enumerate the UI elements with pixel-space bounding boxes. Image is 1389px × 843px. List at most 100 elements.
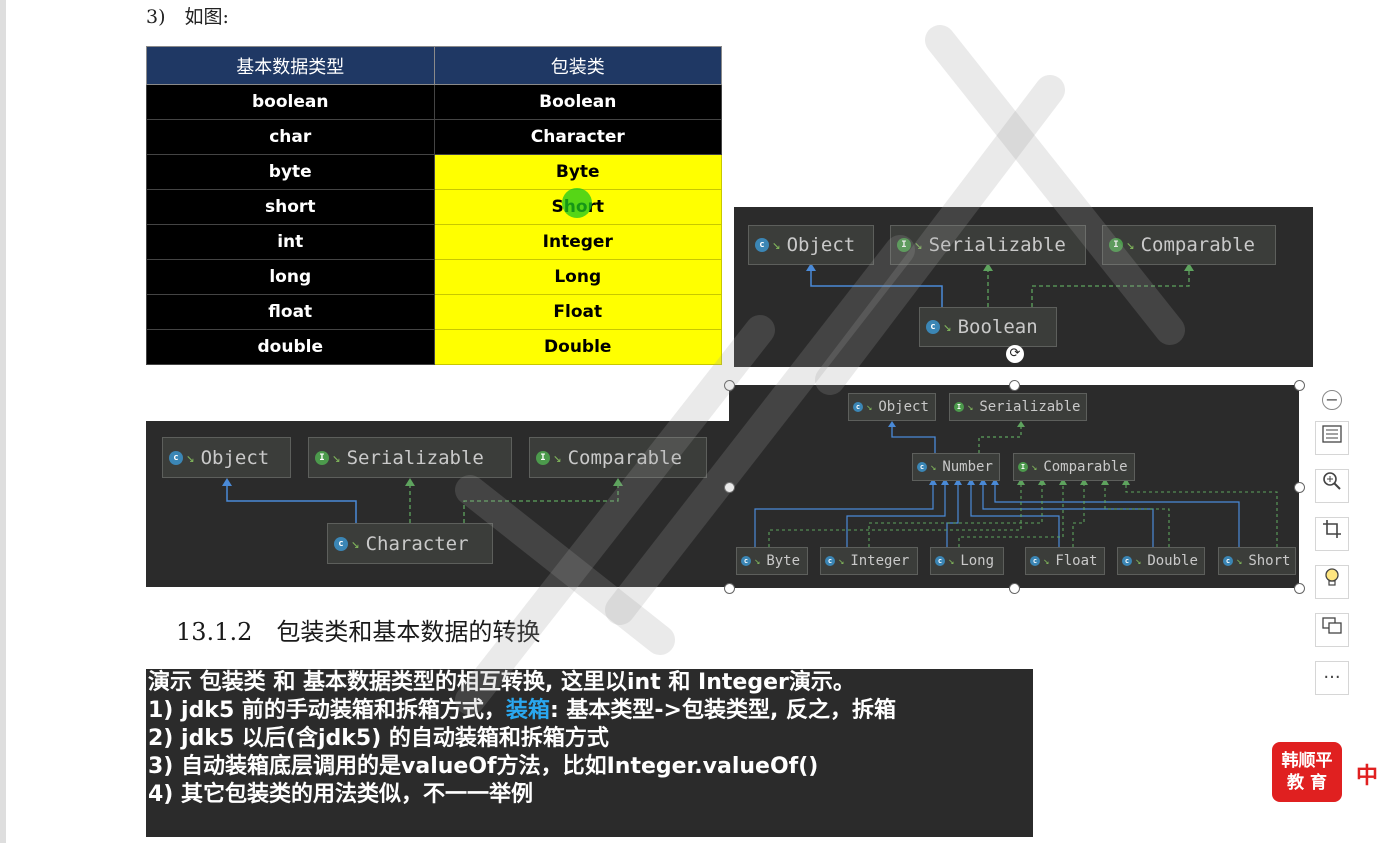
- demo-notes-box: 演示 包装类 和 基本数据类型的相互转换, 这里以int 和 Integer演示…: [146, 669, 1033, 837]
- class-name: Object: [786, 234, 856, 256]
- page-left-border: [0, 0, 6, 843]
- wrapper-cell: Integer: [433, 224, 722, 260]
- resize-handle-left[interactable]: [724, 482, 735, 493]
- brand-logo: 韩顺平教 育: [1272, 742, 1342, 802]
- class-node-integer: c↘Integer: [820, 547, 918, 575]
- number-diagram-connectors: [754, 421, 1278, 547]
- final-class-icon: c: [1030, 556, 1040, 566]
- interface-icon: I: [315, 450, 329, 465]
- class-name: Boolean: [957, 316, 1038, 338]
- class-node-number: c↘Number: [912, 453, 1000, 481]
- resize-handle-bottom-left[interactable]: [724, 583, 735, 594]
- class-name: Object: [878, 399, 929, 415]
- resize-handle-top-left[interactable]: [724, 380, 735, 391]
- final-class-icon: c: [334, 536, 348, 551]
- primitive-cell: short: [146, 189, 435, 225]
- class-name: Double: [1147, 553, 1198, 569]
- interface-node-serializable: I↘Serializable: [949, 393, 1087, 421]
- logo-line-1: 韩顺平: [1281, 751, 1333, 771]
- primitive-cell: double: [146, 329, 435, 365]
- interface-node-comparable: I↘Comparable: [529, 437, 707, 478]
- class-name: Long: [960, 553, 995, 569]
- wrapper-cell: Boolean: [433, 84, 722, 120]
- primitive-cell: float: [146, 294, 435, 330]
- wrapper-cell: Byte: [433, 154, 722, 190]
- interface-name: Comparable: [1043, 459, 1128, 475]
- idea-icon[interactable]: [1315, 565, 1349, 599]
- primitive-cell: boolean: [146, 84, 435, 120]
- class-icon: c: [169, 450, 183, 465]
- class-node-long: c↘Long: [930, 547, 1004, 575]
- final-class-icon: c: [926, 320, 940, 334]
- resize-handle-top[interactable]: [1009, 380, 1020, 391]
- replace-image-icon[interactable]: [1315, 613, 1349, 647]
- zoom-icon[interactable]: [1315, 469, 1349, 503]
- interface-node-comparable: I↘Comparable: [1102, 225, 1276, 265]
- interface-node-comparable: I↘Comparable: [1013, 453, 1135, 481]
- character-uml-diagram[interactable]: c↘Object I↘Serializable I↘Comparable c↘C…: [146, 421, 730, 587]
- class-node-object: c↘Object: [748, 225, 874, 265]
- class-name: Byte: [766, 553, 801, 569]
- table-header-row: 基本数据类型 包装类: [146, 46, 722, 85]
- mouse-cursor-highlight: [562, 188, 592, 218]
- rotate-handle-icon[interactable]: ⟳: [1006, 345, 1024, 363]
- boolean-uml-diagram[interactable]: c↘Object I↘Serializable I↘Comparable c↘B…: [734, 207, 1313, 367]
- class-name: Number: [942, 459, 993, 475]
- primitive-cell: byte: [146, 154, 435, 190]
- final-class-icon: c: [741, 556, 751, 566]
- class-node-byte: c↘Byte: [736, 547, 808, 575]
- demo-line-4: 3) 自动装箱底层调用的是valueOf方法，比如Integer.valueOf…: [148, 754, 819, 779]
- boxing-keyword: 装箱: [505, 698, 550, 723]
- resize-handle-bottom[interactable]: [1009, 583, 1020, 594]
- resize-handle-right[interactable]: [1294, 482, 1305, 493]
- wrapper-cell: Float: [433, 294, 722, 330]
- wrapper-cell: Character: [433, 119, 722, 155]
- interface-icon: I: [897, 238, 911, 252]
- crop-icon[interactable]: [1315, 517, 1349, 551]
- interface-node-serializable: I↘Serializable: [890, 225, 1086, 265]
- more-icon[interactable]: ···: [1315, 661, 1349, 695]
- interface-name: Serializable: [346, 446, 484, 469]
- wrapper-cell: Long: [433, 259, 722, 295]
- class-node-double: c↘Double: [1117, 547, 1205, 575]
- final-class-icon: c: [825, 556, 835, 566]
- final-class-icon: c: [1122, 556, 1132, 566]
- class-node-short: c↘Short: [1218, 547, 1296, 575]
- class-node-float: c↘Float: [1025, 547, 1105, 575]
- final-class-icon: c: [935, 556, 945, 566]
- abstract-class-icon: c: [917, 462, 927, 472]
- interface-icon: I: [1109, 238, 1123, 252]
- demo-line-2-part-a: 1) jdk5 前的手动装箱和拆箱方式，: [148, 698, 506, 723]
- demo-line-2-part-c: : 基本类型->包装类型, 反之，拆箱: [549, 698, 896, 723]
- class-name: Object: [200, 446, 270, 469]
- section-heading: 13.1.2 包装类和基本数据的转换: [176, 618, 541, 646]
- table-header-primitive: 基本数据类型: [146, 46, 435, 85]
- interface-node-serializable: I↘Serializable: [308, 437, 512, 478]
- demo-line-3: 2) jdk5 以后(含jdk5) 的自动装箱和拆箱方式: [148, 726, 609, 751]
- interface-name: Serializable: [928, 234, 1066, 256]
- character-diagram-connectors: [222, 478, 623, 523]
- class-name: Short: [1248, 553, 1291, 569]
- layout-icon[interactable]: [1315, 421, 1349, 455]
- class-name: Character: [365, 532, 469, 555]
- number-uml-diagram[interactable]: c↘Object I↘Serializable c↘Number I↘Compa…: [729, 385, 1299, 588]
- final-class-icon: c: [1223, 556, 1233, 566]
- boolean-diagram-connectors: [806, 263, 1194, 307]
- interface-name: Serializable: [979, 399, 1081, 415]
- minus-icon[interactable]: −: [1322, 390, 1342, 410]
- class-icon: c: [853, 402, 863, 412]
- resize-handle-top-right[interactable]: [1294, 380, 1305, 391]
- interface-name: Comparable: [1140, 234, 1255, 256]
- resize-handle-bottom-right[interactable]: [1294, 583, 1305, 594]
- class-node-character: c↘Character: [327, 523, 493, 564]
- primitive-cell: long: [146, 259, 435, 295]
- interface-icon: I: [1018, 462, 1028, 472]
